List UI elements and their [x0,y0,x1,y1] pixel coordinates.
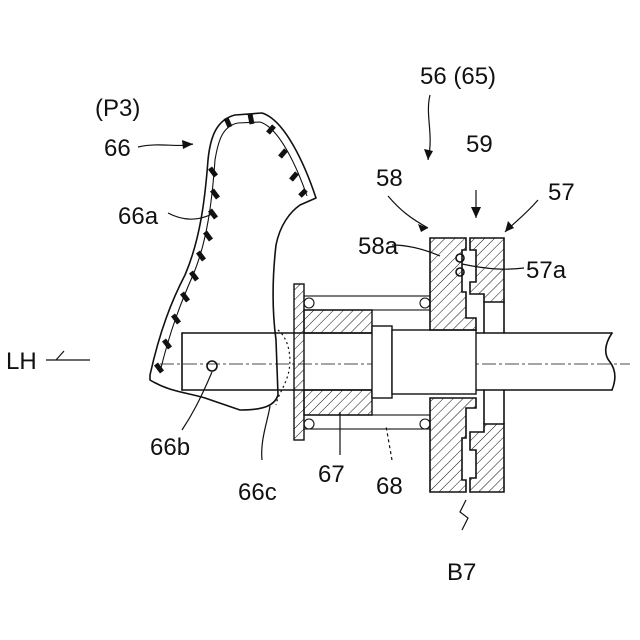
label-59: 59 [466,131,493,158]
label-66a: 66a [118,203,159,230]
shaft-break [606,333,615,390]
label-56-65: 56 (65) [420,63,496,90]
label-66c: 66c [238,479,277,506]
label-66: 66 [104,135,131,162]
arrow-heads [182,140,514,232]
label-57: 57 [548,179,575,206]
label-67: 67 [318,461,345,488]
lh-arrow [46,351,90,360]
label-58: 58 [376,165,403,192]
label-66b: 66b [150,434,190,461]
label-lh: LH [6,348,37,375]
label-68: 68 [376,473,403,500]
label-b7: B7 [447,559,476,586]
label-p3: (P3) [95,95,140,122]
pin-hole-66b [207,361,217,371]
label-58a: 58a [358,233,399,260]
label-57a: 57a [526,257,567,284]
lever-66 [150,113,316,410]
